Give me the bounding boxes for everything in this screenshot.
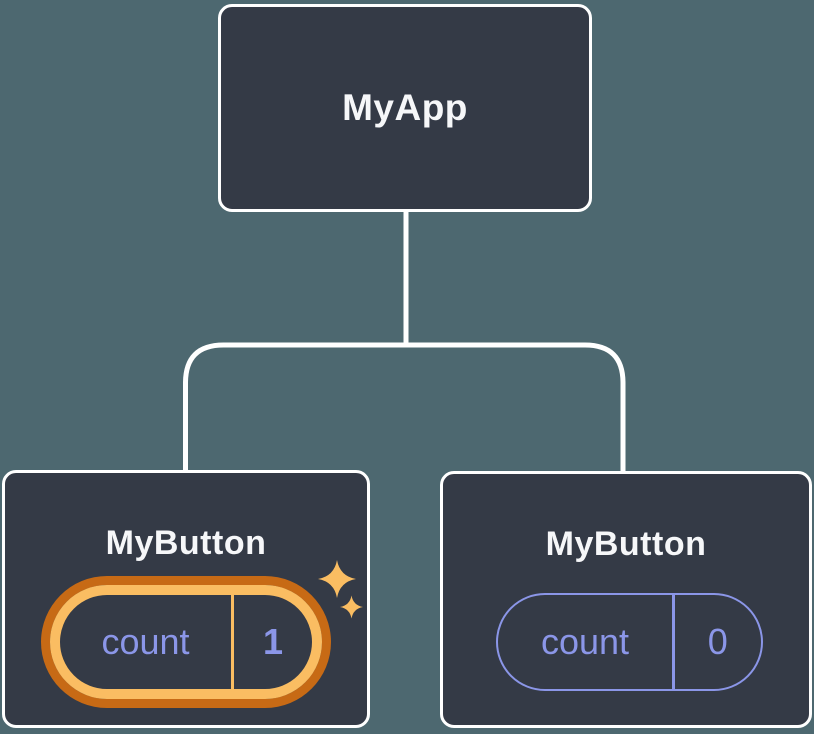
node-title: MyApp: [342, 87, 468, 128]
state-pill-highlighted: count 1: [50, 585, 322, 699]
state-value: 0: [707, 621, 728, 662]
connector-branch: [183, 342, 626, 473]
node-title: MyButton: [105, 524, 267, 562]
state-value: 1: [262, 621, 284, 662]
pill-divider: [672, 595, 675, 689]
node-mybutton-plain: MyButton count 0: [440, 471, 812, 728]
state-name: count: [101, 621, 190, 662]
state-name: count: [540, 621, 630, 662]
node-mybutton-highlighted: MyButton count 1: [2, 470, 370, 728]
sparkle-icon-small: [340, 595, 363, 619]
sparkle-icon-large: [318, 560, 356, 598]
node-title: MyButton: [545, 525, 707, 563]
node-myapp: MyApp: [218, 4, 592, 212]
state-pill: count 0: [496, 593, 763, 691]
pill-divider: [231, 595, 234, 689]
